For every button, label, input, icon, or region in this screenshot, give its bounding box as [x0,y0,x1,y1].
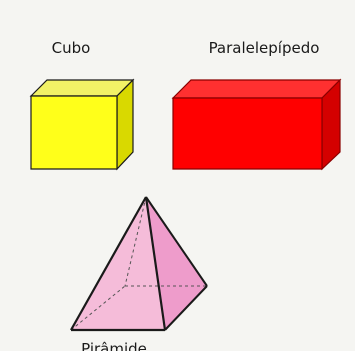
prism-front-face [173,98,322,169]
pyramid-label: Pirâmide [81,340,147,351]
cube-shape [31,80,133,169]
cube-top-face [31,80,133,96]
cube-front-face [31,96,117,169]
prism-top-face [173,80,340,98]
cube-label: Cubo [52,39,91,57]
prism-label: Paralelepípedo [209,39,320,57]
pyramid-shape [71,197,207,330]
rectangular-prism-shape [173,80,340,169]
cube-side-face [117,80,133,169]
